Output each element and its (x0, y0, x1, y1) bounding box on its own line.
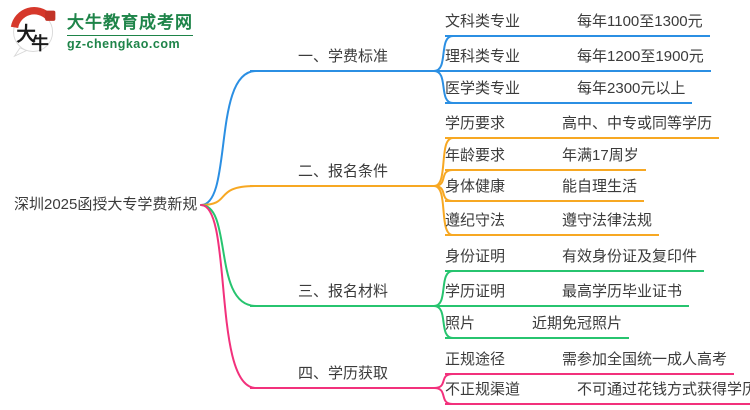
child-key: 年龄要求 (445, 147, 506, 164)
child-key: 照片 (445, 315, 476, 332)
daniu-bull-icon: 大 牛 (10, 7, 56, 58)
child-value: 每年1200至1900元 (577, 48, 704, 65)
child-value: 能自理生活 (562, 178, 638, 195)
child-node-row: 不正规渠道 不可通过花钱方式获得学历 (445, 379, 750, 405)
child-key: 学历证明 (445, 283, 506, 300)
child-node-row: 照片 近期免冠照片 (445, 313, 630, 339)
child-value: 年满17周岁 (562, 147, 639, 164)
child-node-row: 学历证明 最高学历毕业证书 (445, 281, 690, 307)
logo-text-block: 大牛教育成考网 gz-chengkao.com (67, 13, 193, 52)
child-value: 最高学历毕业证书 (562, 283, 683, 300)
branch-node-requirements: 二、报名条件 (250, 161, 436, 187)
child-value: 有效身份证及复印件 (562, 248, 698, 265)
branch-node-diploma: 四、学历获取 (250, 363, 436, 389)
logo-subtitle: gz-chengkao.com (67, 36, 181, 51)
child-node-row: 身体健康 能自理生活 (445, 176, 645, 202)
svg-text:牛: 牛 (31, 33, 49, 55)
svg-text:大: 大 (16, 22, 36, 45)
branch-node-materials: 三、报名材料 (250, 281, 436, 307)
root-node: 深圳2025函授大专学费新规 (14, 196, 198, 213)
child-value: 每年1100至1300元 (577, 13, 703, 30)
child-value: 需参加全国统一成人高考 (562, 351, 728, 368)
child-key: 学历要求 (445, 115, 506, 132)
child-key: 理科类专业 (445, 48, 521, 65)
child-node-row: 身份证明 有效身份证及复印件 (445, 246, 705, 272)
child-key: 正规途径 (445, 351, 506, 368)
child-node-row: 年龄要求 年满17周岁 (445, 145, 646, 171)
child-node-row: 遵纪守法 遵守法律法规 (445, 210, 660, 236)
child-node-row: 文科类专业 每年1100至1300元 (445, 11, 710, 37)
child-key: 不正规渠道 (445, 381, 521, 398)
child-key: 医学类专业 (445, 80, 521, 97)
site-logo: 大 牛 大牛教育成考网 gz-chengkao.com (8, 6, 193, 58)
child-value: 高中、中专或同等学历 (562, 115, 713, 132)
child-key: 遵纪守法 (445, 212, 506, 229)
child-node-row: 正规途径 需参加全国统一成人高考 (445, 349, 735, 375)
child-value: 近期免冠照片 (532, 315, 623, 332)
child-node-row: 医学类专业 每年2300元以上 (445, 78, 693, 104)
logo-title: 大牛教育成考网 (67, 13, 193, 36)
branch-node-tuition: 一、学费标准 (250, 46, 436, 72)
child-value: 每年2300元以上 (577, 80, 686, 97)
child-key: 文科类专业 (445, 13, 521, 30)
child-value: 遵守法律法规 (562, 212, 653, 229)
child-key: 身体健康 (445, 178, 506, 195)
child-node-row: 理科类专业 每年1200至1900元 (445, 46, 711, 72)
child-value: 不可通过花钱方式获得学历 (577, 381, 750, 398)
child-node-row: 学历要求 高中、中专或同等学历 (445, 113, 720, 139)
child-key: 身份证明 (445, 248, 506, 265)
